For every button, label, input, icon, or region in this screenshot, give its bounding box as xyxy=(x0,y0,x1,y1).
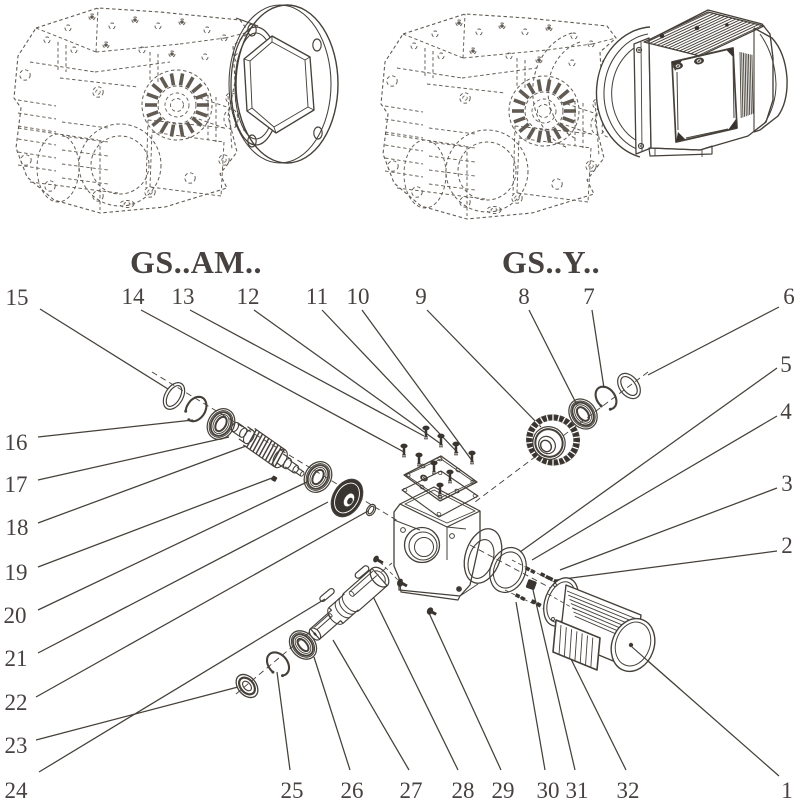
svg-text:12: 12 xyxy=(237,284,260,309)
svg-text:13: 13 xyxy=(172,284,195,309)
svg-text:20: 20 xyxy=(4,603,27,628)
svg-text:29: 29 xyxy=(492,778,515,800)
svg-text:11: 11 xyxy=(306,284,328,309)
svg-text:22: 22 xyxy=(5,690,28,715)
svg-text:3: 3 xyxy=(781,471,793,496)
svg-text:17: 17 xyxy=(5,472,28,497)
svg-text:5: 5 xyxy=(780,352,792,377)
svg-text:15: 15 xyxy=(6,285,29,310)
svg-text:GS..AM..: GS..AM.. xyxy=(130,244,262,280)
svg-text:24: 24 xyxy=(5,778,29,800)
svg-text:14: 14 xyxy=(122,284,146,309)
svg-text:23: 23 xyxy=(5,733,28,758)
svg-text:25: 25 xyxy=(281,778,304,800)
svg-text:6: 6 xyxy=(783,284,795,309)
svg-text:GS..Y..: GS..Y.. xyxy=(502,244,600,280)
svg-text:19: 19 xyxy=(5,560,28,585)
svg-text:8: 8 xyxy=(518,284,530,309)
svg-text:4: 4 xyxy=(780,399,792,424)
svg-text:1: 1 xyxy=(781,778,793,800)
svg-text:31: 31 xyxy=(566,778,589,800)
svg-text:18: 18 xyxy=(6,515,29,540)
svg-text:27: 27 xyxy=(400,778,423,800)
svg-text:21: 21 xyxy=(5,646,28,671)
svg-text:7: 7 xyxy=(583,284,595,309)
svg-text:10: 10 xyxy=(347,284,370,309)
svg-text:26: 26 xyxy=(341,778,364,800)
svg-text:30: 30 xyxy=(537,778,560,800)
svg-text:32: 32 xyxy=(617,778,640,800)
svg-text:2: 2 xyxy=(781,533,793,558)
svg-text:28: 28 xyxy=(452,778,475,800)
svg-text:9: 9 xyxy=(415,284,427,309)
svg-text:16: 16 xyxy=(5,430,28,455)
